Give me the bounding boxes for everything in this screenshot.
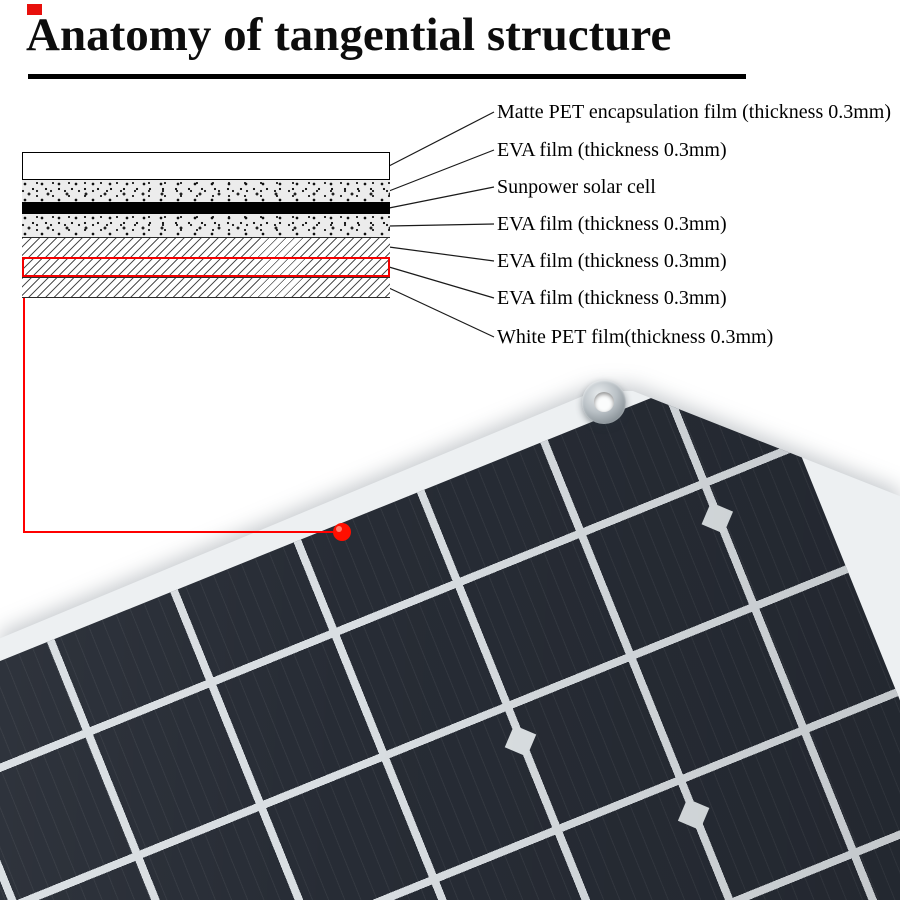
layer-row-eva-3 — [22, 237, 390, 257]
layer-label-white-pet: White PET film(thickness 0.3mm) — [497, 326, 774, 348]
layer-label-eva-3: EVA film (thickness 0.3mm) — [497, 250, 727, 272]
panel-cell-grid — [0, 391, 900, 900]
title-underline — [28, 74, 746, 79]
layer-row-solar-cell — [22, 202, 390, 214]
grommet — [582, 380, 626, 424]
panel-sheen — [0, 391, 900, 900]
layer-row-eva-2 — [22, 214, 390, 237]
layer-row-matte-pet — [22, 152, 390, 180]
layer-stack-diagram — [22, 152, 390, 298]
red-artifact-mark — [27, 4, 42, 15]
layer-label-eva-1: EVA film (thickness 0.3mm) — [497, 139, 727, 161]
grommet-hole — [594, 392, 614, 412]
layer-label-eva-2: EVA film (thickness 0.3mm) — [497, 213, 727, 235]
layer-row-eva-1 — [22, 180, 390, 202]
layer-label-matte-pet: Matte PET encapsulation film (thickness … — [497, 101, 892, 123]
layer-row-white-pet — [22, 277, 390, 298]
layer-label-eva-4: EVA film (thickness 0.3mm) — [497, 287, 727, 309]
cell-diamond — [504, 725, 537, 757]
cell-diamond — [701, 502, 734, 534]
layer-label-solar-cell: Sunpower solar cell — [497, 176, 656, 198]
layer-row-eva-4-marked — [22, 257, 390, 277]
cell-diamond — [677, 798, 710, 831]
page-title: Anatomy of tangential structure — [26, 9, 672, 61]
